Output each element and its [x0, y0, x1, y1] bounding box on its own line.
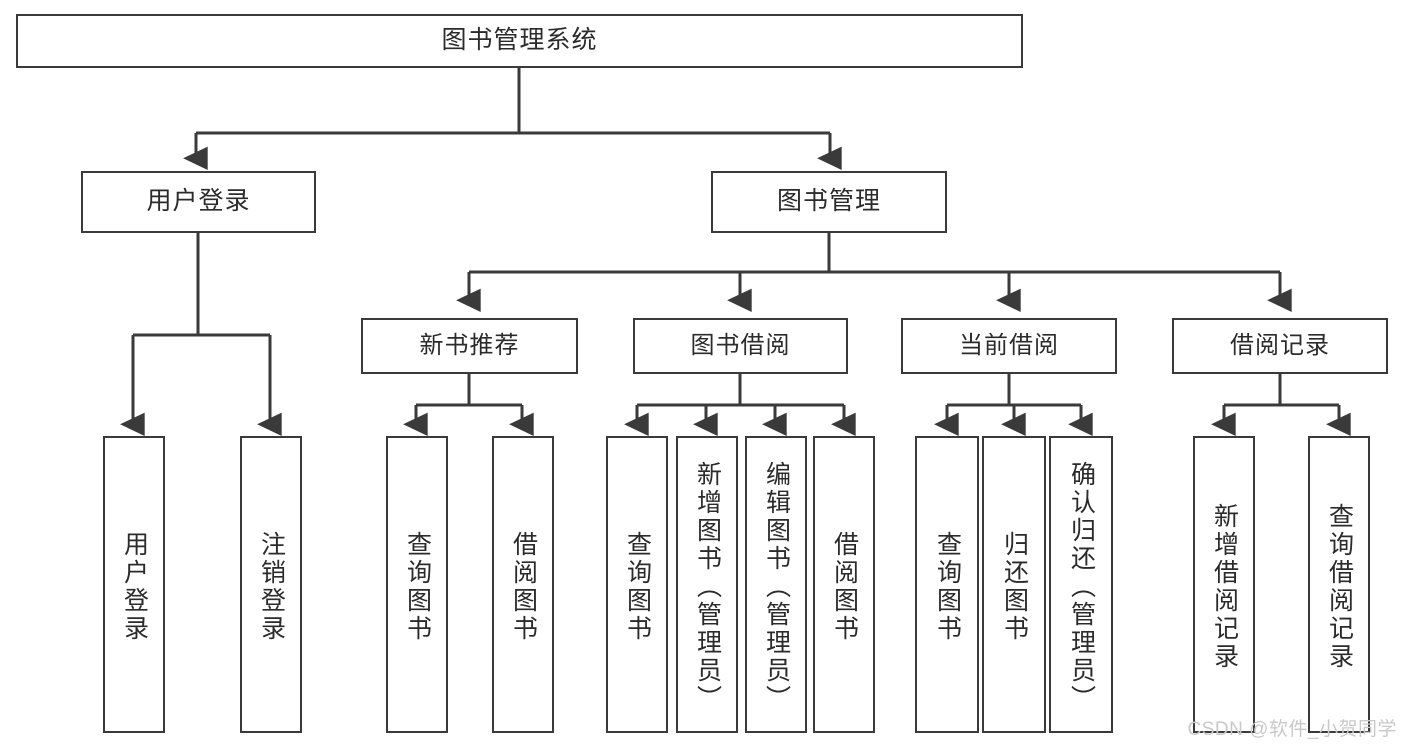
node-leaf-query-book-1[interactable]: 查询图书	[386, 436, 448, 733]
node-leaf-return-book[interactable]: 归还图书	[982, 436, 1046, 733]
node-leaf-user-logout[interactable]: 注销登录	[240, 436, 302, 733]
node-leaf-query-record[interactable]: 查询借阅记录	[1308, 436, 1370, 733]
node-leaf-confirm-return-label: 确认归还（管理员）	[1067, 460, 1096, 713]
node-new-book-recommend-label: 新书推荐	[419, 331, 520, 359]
node-leaf-add-book[interactable]: 新增图书（管理员）	[676, 436, 738, 733]
node-leaf-borrow-book-1-label: 借阅图书	[509, 530, 538, 643]
node-user-login[interactable]: 用户登录	[81, 171, 316, 233]
node-leaf-query-record-label: 查询借阅记录	[1325, 502, 1354, 671]
node-leaf-user-logout-label: 注销登录	[257, 530, 286, 643]
node-book-manage-label: 图书管理	[776, 187, 881, 216]
node-root[interactable]: 图书管理系统	[16, 14, 1023, 68]
node-current-borrow-label: 当前借阅	[959, 331, 1059, 359]
node-leaf-borrow-book-2[interactable]: 借阅图书	[813, 436, 875, 733]
node-leaf-add-record[interactable]: 新增借阅记录	[1193, 436, 1255, 733]
node-current-borrow[interactable]: 当前借阅	[901, 318, 1117, 374]
node-borrow-record[interactable]: 借阅记录	[1172, 318, 1388, 374]
node-book-manage[interactable]: 图书管理	[711, 171, 947, 233]
node-leaf-query-book-3-label: 查询图书	[933, 530, 962, 643]
node-leaf-edit-book[interactable]: 编辑图书（管理员）	[745, 436, 807, 733]
node-borrow-record-label: 借阅记录	[1230, 331, 1330, 359]
node-leaf-add-record-label: 新增借阅记录	[1210, 502, 1239, 671]
node-book-borrow-label: 图书借阅	[690, 331, 791, 359]
node-leaf-add-book-label: 新增图书（管理员）	[693, 460, 722, 713]
node-leaf-borrow-book-2-label: 借阅图书	[830, 530, 859, 643]
node-leaf-user-login-label: 用户登录	[120, 530, 149, 643]
node-leaf-user-login[interactable]: 用户登录	[103, 436, 165, 733]
node-leaf-edit-book-label: 编辑图书（管理员）	[762, 460, 791, 713]
node-user-login-label: 用户登录	[146, 187, 251, 216]
node-leaf-query-book-3[interactable]: 查询图书	[915, 436, 979, 733]
node-leaf-confirm-return[interactable]: 确认归还（管理员）	[1049, 436, 1113, 733]
node-leaf-query-book-2[interactable]: 查询图书	[606, 436, 668, 733]
watermark: CSDN @软件_小贺同学	[1187, 719, 1397, 740]
node-new-book-recommend[interactable]: 新书推荐	[361, 318, 578, 374]
node-leaf-borrow-book-1[interactable]: 借阅图书	[492, 436, 554, 733]
node-root-label: 图书管理系统	[441, 26, 598, 55]
node-book-borrow[interactable]: 图书借阅	[633, 318, 848, 374]
node-leaf-query-book-1-label: 查询图书	[403, 530, 432, 643]
node-leaf-query-book-2-label: 查询图书	[623, 530, 652, 643]
node-leaf-return-book-label: 归还图书	[1000, 530, 1029, 643]
